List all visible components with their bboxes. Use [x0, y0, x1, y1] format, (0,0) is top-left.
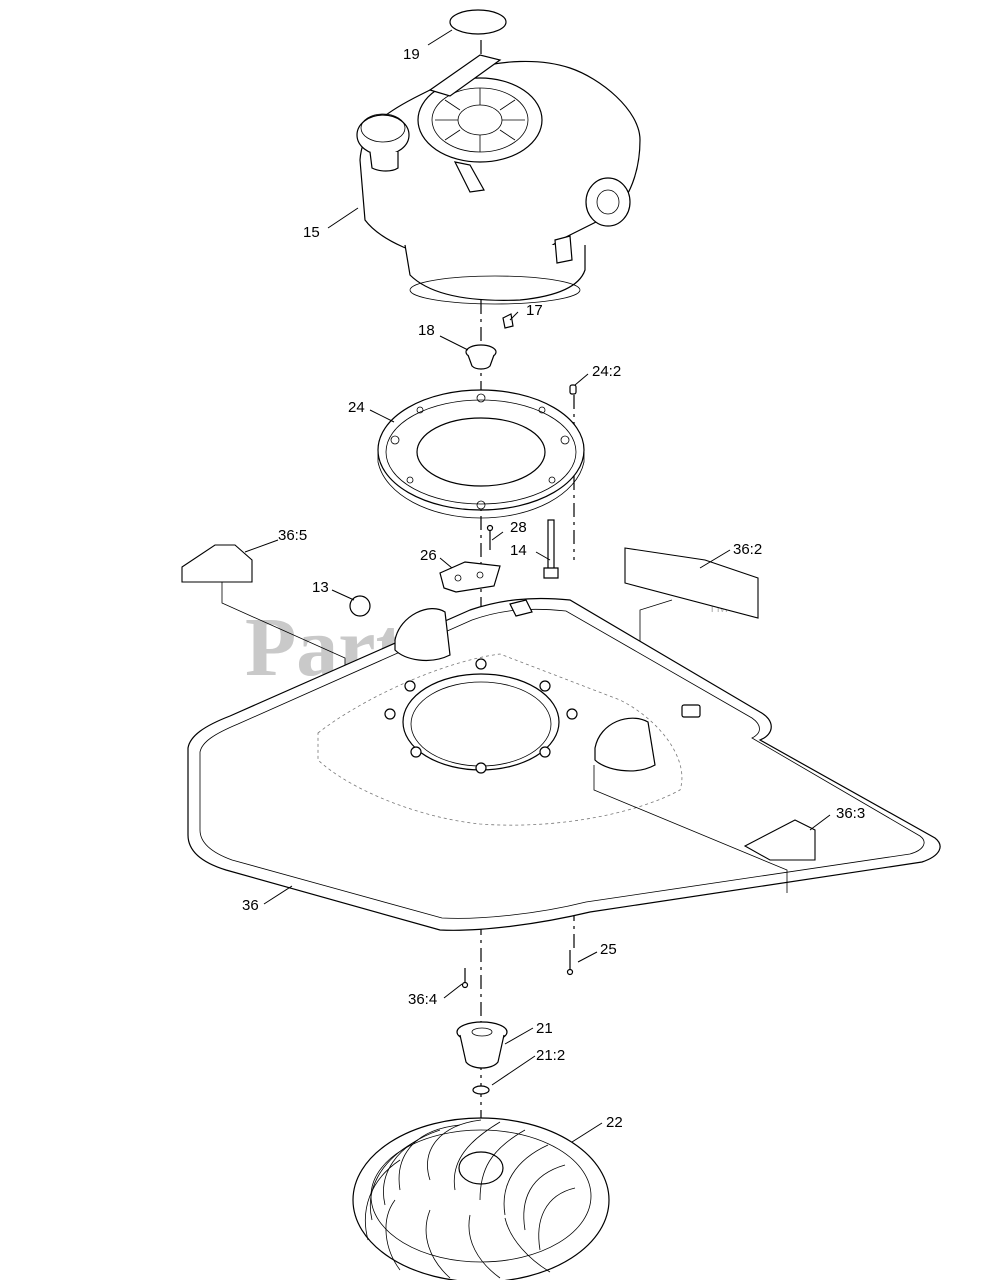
- callout-36-5: 36:5: [278, 527, 307, 544]
- callout-28: 28: [510, 519, 527, 536]
- callout-36-4: 36:4: [408, 991, 437, 1008]
- callout-21-2: 21:2: [536, 1047, 565, 1064]
- part-18-bushing: [465, 344, 497, 370]
- part-24-2-screw: [569, 384, 577, 395]
- part-28-pin: [486, 524, 494, 550]
- callout-13: 13: [312, 579, 329, 596]
- leader-lines: [244, 29, 831, 1143]
- callout-19: 19: [403, 46, 420, 63]
- part-14-bolt: [543, 519, 559, 579]
- callout-25: 25: [600, 941, 617, 958]
- part-19-cap: [449, 9, 507, 35]
- callout-15: 15: [303, 224, 320, 241]
- part-22-impeller: [352, 1117, 610, 1280]
- callout-21: 21: [536, 1020, 553, 1037]
- callout-14: 14: [510, 542, 527, 559]
- part-24-mount-ring: [377, 389, 585, 519]
- part-26-bracket: [439, 561, 501, 593]
- callout-36-3: 36:3: [836, 805, 865, 822]
- callout-18: 18: [418, 322, 435, 339]
- callout-24: 24: [348, 399, 365, 416]
- part-13-plug: [349, 595, 371, 617]
- callout-22: 22: [606, 1114, 623, 1131]
- part-36-3-decal: [593, 765, 816, 893]
- part-17-key: [502, 313, 514, 329]
- callout-36-2: 36:2: [733, 541, 762, 558]
- callout-labels: 19 15 17 18 24:2 24 28 26 14 36:5 36:2 1…: [242, 46, 865, 1131]
- callout-36: 36: [242, 897, 259, 914]
- callout-26: 26: [420, 547, 437, 564]
- part-21-2-washer: [472, 1085, 490, 1095]
- part-15-engine: [356, 54, 641, 305]
- callout-17: 17: [526, 302, 543, 319]
- part-21-adapter: [456, 1021, 508, 1069]
- part-36-4-screw: [461, 968, 469, 989]
- part-25-screw: [566, 950, 574, 976]
- callout-24-2: 24:2: [592, 363, 621, 380]
